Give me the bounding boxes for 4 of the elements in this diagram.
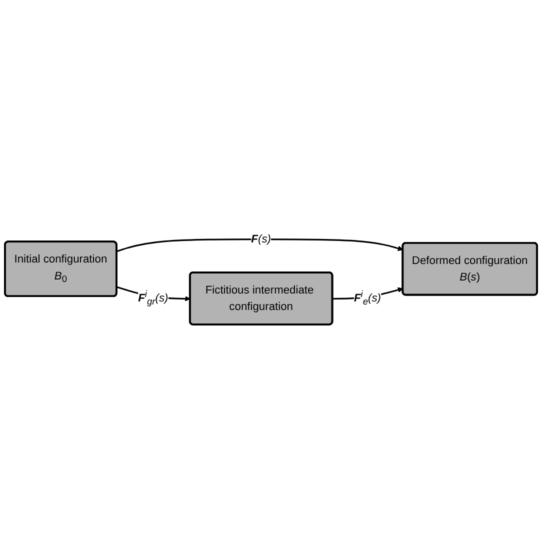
edge-label: F(s) [251, 233, 271, 246]
edge-label: F$^{i}$$_{gr}$(s) [138, 289, 168, 308]
edge-label: F$^{i}$$_{e}$(s) [354, 289, 381, 308]
arrow [116, 238, 404, 252]
